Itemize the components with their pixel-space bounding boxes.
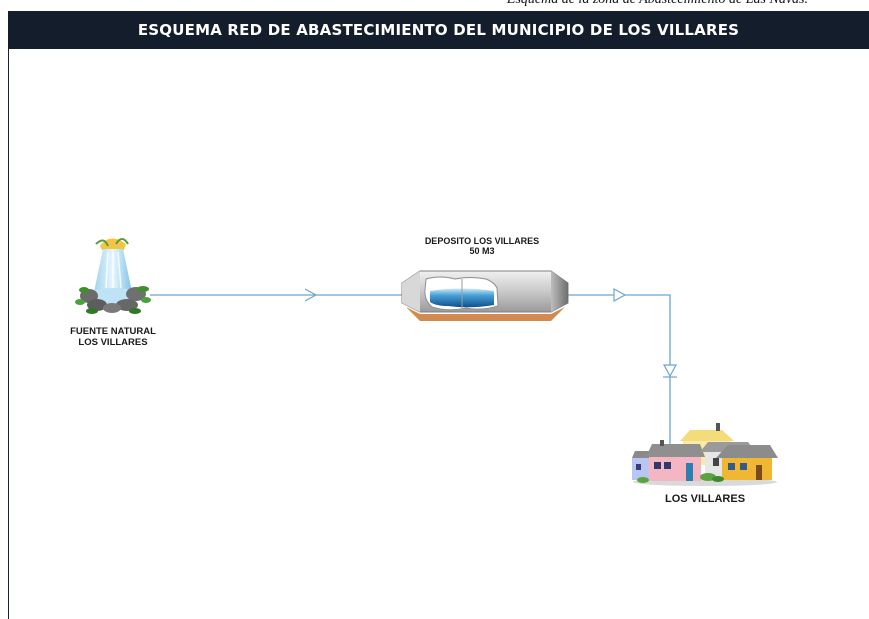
flow-arrow-icon	[613, 287, 627, 303]
pipe-tank-to-town	[568, 287, 678, 444]
flow-arrow-icon	[304, 288, 318, 302]
source-label-line1: FUENTE NATURAL	[70, 326, 156, 337]
figure-caption: Esquema de la zona de Abastecimiento de …	[0, 0, 808, 8]
pipe-source-to-tank	[150, 288, 402, 302]
left-border	[8, 49, 9, 619]
source-label: FUENTE NATURAL LOS VILLARES	[58, 326, 168, 348]
flow-arrow-icon	[662, 364, 678, 378]
village-houses-icon	[632, 423, 778, 486]
title-bar: ESQUEMA RED DE ABASTECIMIENTO DEL MUNICI…	[8, 11, 869, 49]
tank-label-line1: DEPOSITO LOS VILLARES	[424, 236, 540, 246]
diagram-title: ESQUEMA RED DE ABASTECIMIENTO DEL MUNICI…	[137, 21, 740, 39]
water-tank-icon	[401, 270, 569, 321]
tank-label-line2: 50 M3	[469, 246, 495, 256]
waterfall-spring-icon	[75, 238, 151, 314]
tank-label: DEPOSITO LOS VILLARES 50 M3	[412, 236, 552, 256]
source-label-line2: LOS VILLARES	[78, 337, 148, 348]
town-label: LOS VILLARES	[664, 493, 746, 505]
